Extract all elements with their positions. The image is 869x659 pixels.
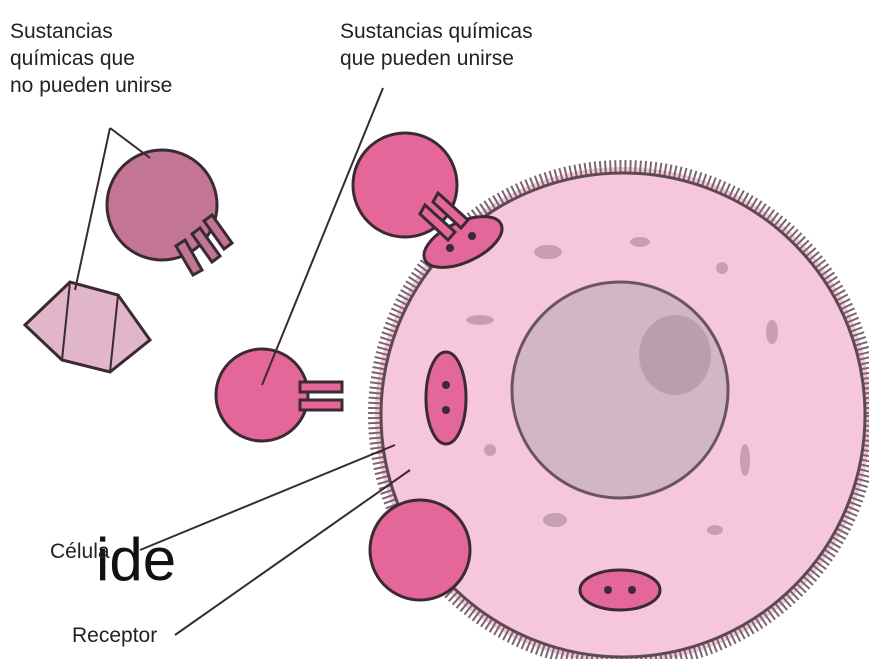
bindable-chemical-attached-bottom — [370, 500, 470, 600]
label-chemicals-can-bind: Sustancias químicas que pueden unirse — [340, 18, 533, 72]
nonbindable-chemical-round — [107, 150, 232, 275]
cell-nucleus — [512, 282, 728, 498]
nonbindable-chemical-block — [25, 282, 150, 372]
label-chemicals-cannot-bind: Sustancias químicas que no pueden unirse — [10, 18, 172, 99]
nucleus-shading — [639, 315, 711, 395]
bindable-chemical-attached-top — [353, 133, 468, 240]
bindable-chemical-free — [216, 349, 342, 441]
label-receptor: Receptor — [72, 622, 157, 649]
label-cell: Célula — [50, 538, 110, 565]
receptor-bottom — [580, 570, 660, 610]
receptor-middle — [426, 352, 466, 444]
